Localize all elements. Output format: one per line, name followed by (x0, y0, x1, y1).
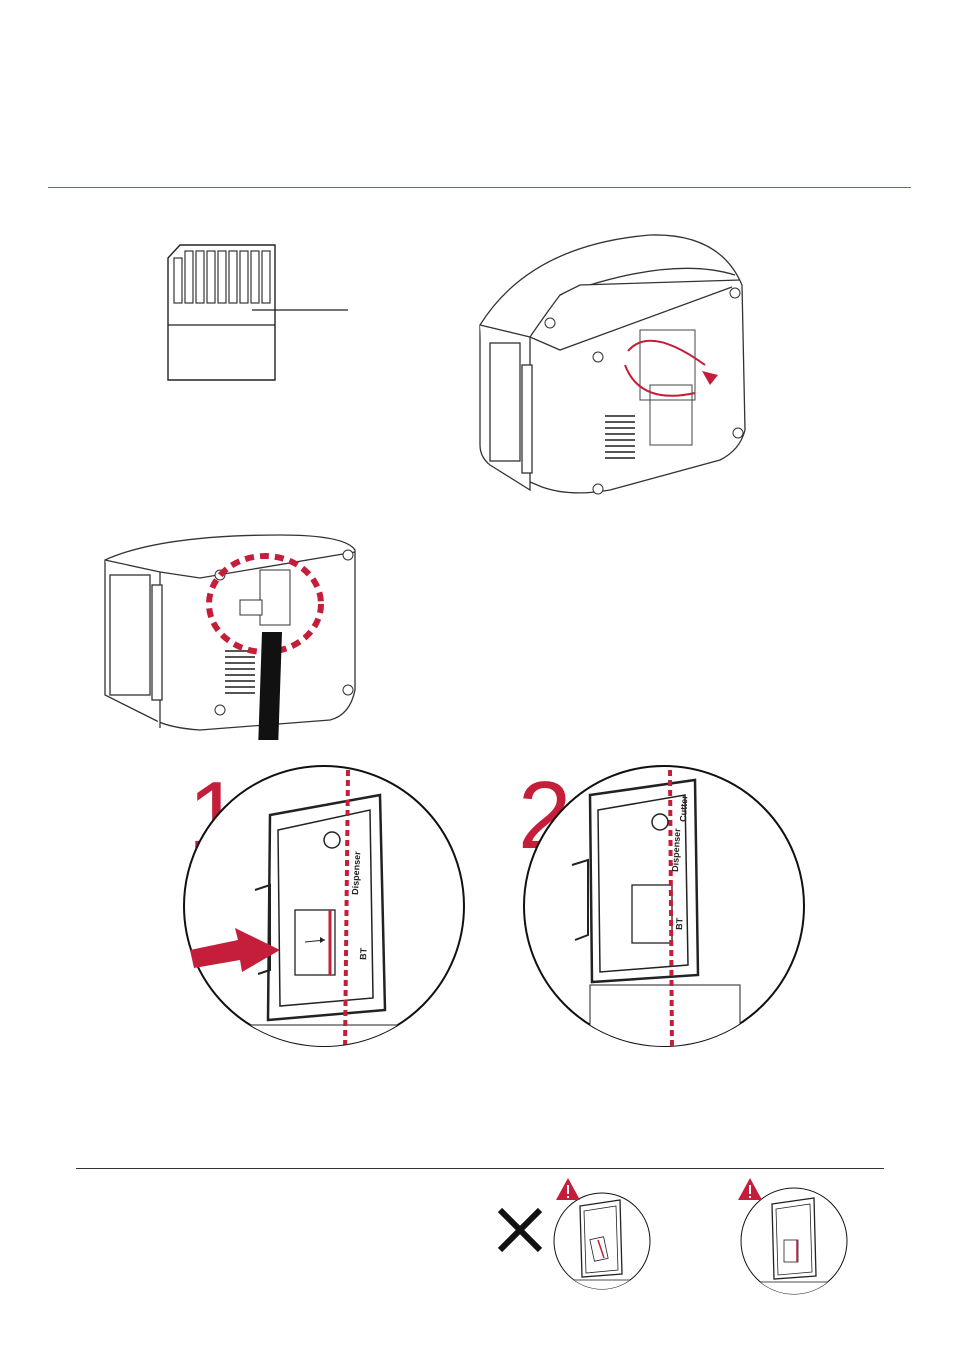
wrong-insertion-thumbnail (550, 1176, 654, 1296)
bt-label-2: BT (674, 917, 685, 930)
step-1-detail: Dispenser BT (180, 760, 480, 1060)
bt-label: BT (358, 947, 369, 960)
sd-card-illustration (160, 238, 360, 388)
header-divider (48, 187, 911, 188)
correct-insertion-thumbnail (732, 1176, 850, 1296)
printer-underside-rotate (470, 225, 760, 515)
cutter-label-2: Cutter (678, 795, 689, 822)
printer-slot-highlight (100, 530, 370, 740)
step-2-detail: Dispenser Cutter BT (520, 760, 820, 1060)
x-mark-icon (494, 1204, 546, 1256)
notes-divider (76, 1168, 884, 1169)
